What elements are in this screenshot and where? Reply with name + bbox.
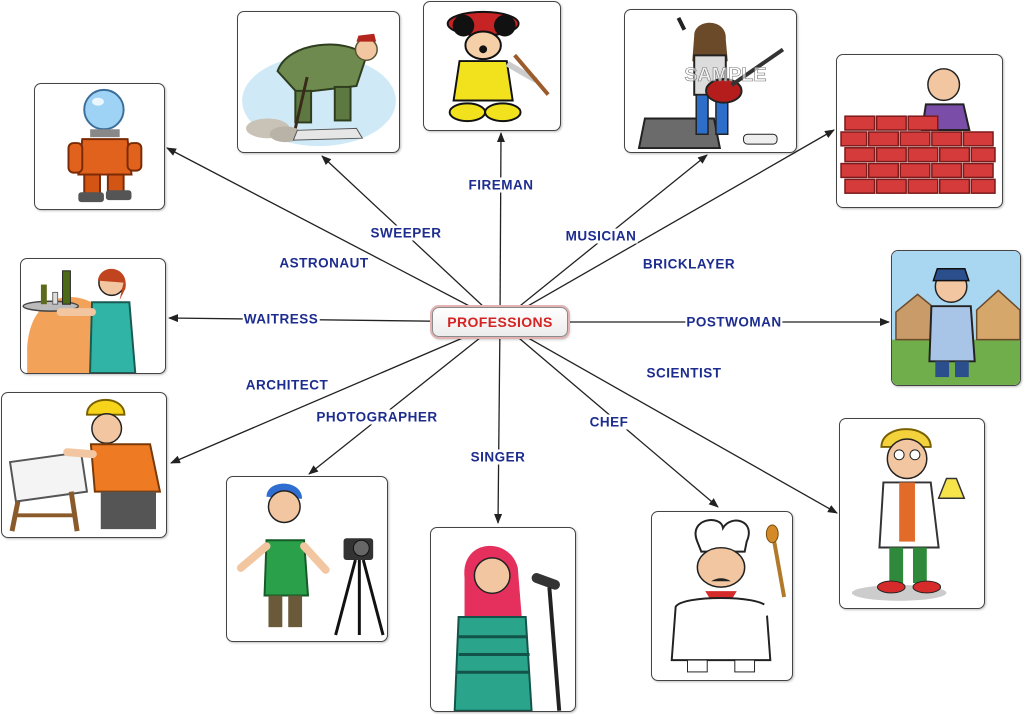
center-node-professions: PROFESSIONS [432, 307, 568, 337]
arrow-to-singer [494, 321, 503, 524]
label-fireman: FIREMAN [467, 177, 535, 193]
astronaut-icon [67, 88, 143, 203]
sweeper-icon [242, 33, 396, 147]
label-photographer: PHOTOGRAPHER [315, 409, 439, 425]
card-postwoman [891, 250, 1021, 386]
card-chef [651, 511, 793, 681]
arrow-to-astronaut [166, 147, 501, 323]
label-musician: MUSICIAN [564, 228, 638, 244]
card-architect [1, 392, 167, 538]
label-waitress: WAITRESS [242, 311, 320, 327]
card-musician: SAMPLE [624, 9, 797, 153]
scientist-icon [851, 428, 966, 601]
singer-icon [453, 545, 562, 711]
card-photographer [226, 476, 388, 642]
arrow-to-photographer [308, 321, 501, 475]
card-sweeper [237, 11, 400, 153]
waitress-icon [22, 268, 137, 373]
label-singer: SINGER [469, 449, 527, 465]
card-waitress [20, 258, 166, 374]
chef-icon [670, 519, 787, 673]
musician-icon: SAMPLE [637, 17, 785, 150]
label-architect: ARCHITECT [244, 377, 330, 393]
label-chef: CHEF [588, 414, 630, 430]
card-scientist [839, 418, 985, 609]
card-singer [430, 527, 576, 712]
arrow-to-bricklayer [499, 129, 835, 323]
label-bricklayer: BRICKLAYER [641, 256, 737, 272]
card-bricklayer [836, 54, 1003, 208]
architect-icon [8, 399, 162, 532]
bricklayer-icon [840, 68, 996, 194]
sample-watermark: SAMPLE [684, 64, 766, 86]
postwoman-icon [892, 251, 1020, 385]
card-fireman [423, 1, 561, 131]
arrow-to-architect [170, 321, 501, 464]
arrow-to-fireman [496, 132, 505, 323]
arrow-to-scientist [499, 321, 838, 514]
fireman-icon [446, 10, 550, 123]
label-sweeper: SWEEPER [369, 225, 443, 241]
label-scientist: SCIENTIST [645, 365, 723, 381]
card-astronaut [34, 83, 165, 210]
photographer-icon [236, 483, 385, 636]
label-postwoman: POSTWOMAN [685, 314, 783, 330]
label-astronaut: ASTRONAUT [278, 255, 370, 271]
